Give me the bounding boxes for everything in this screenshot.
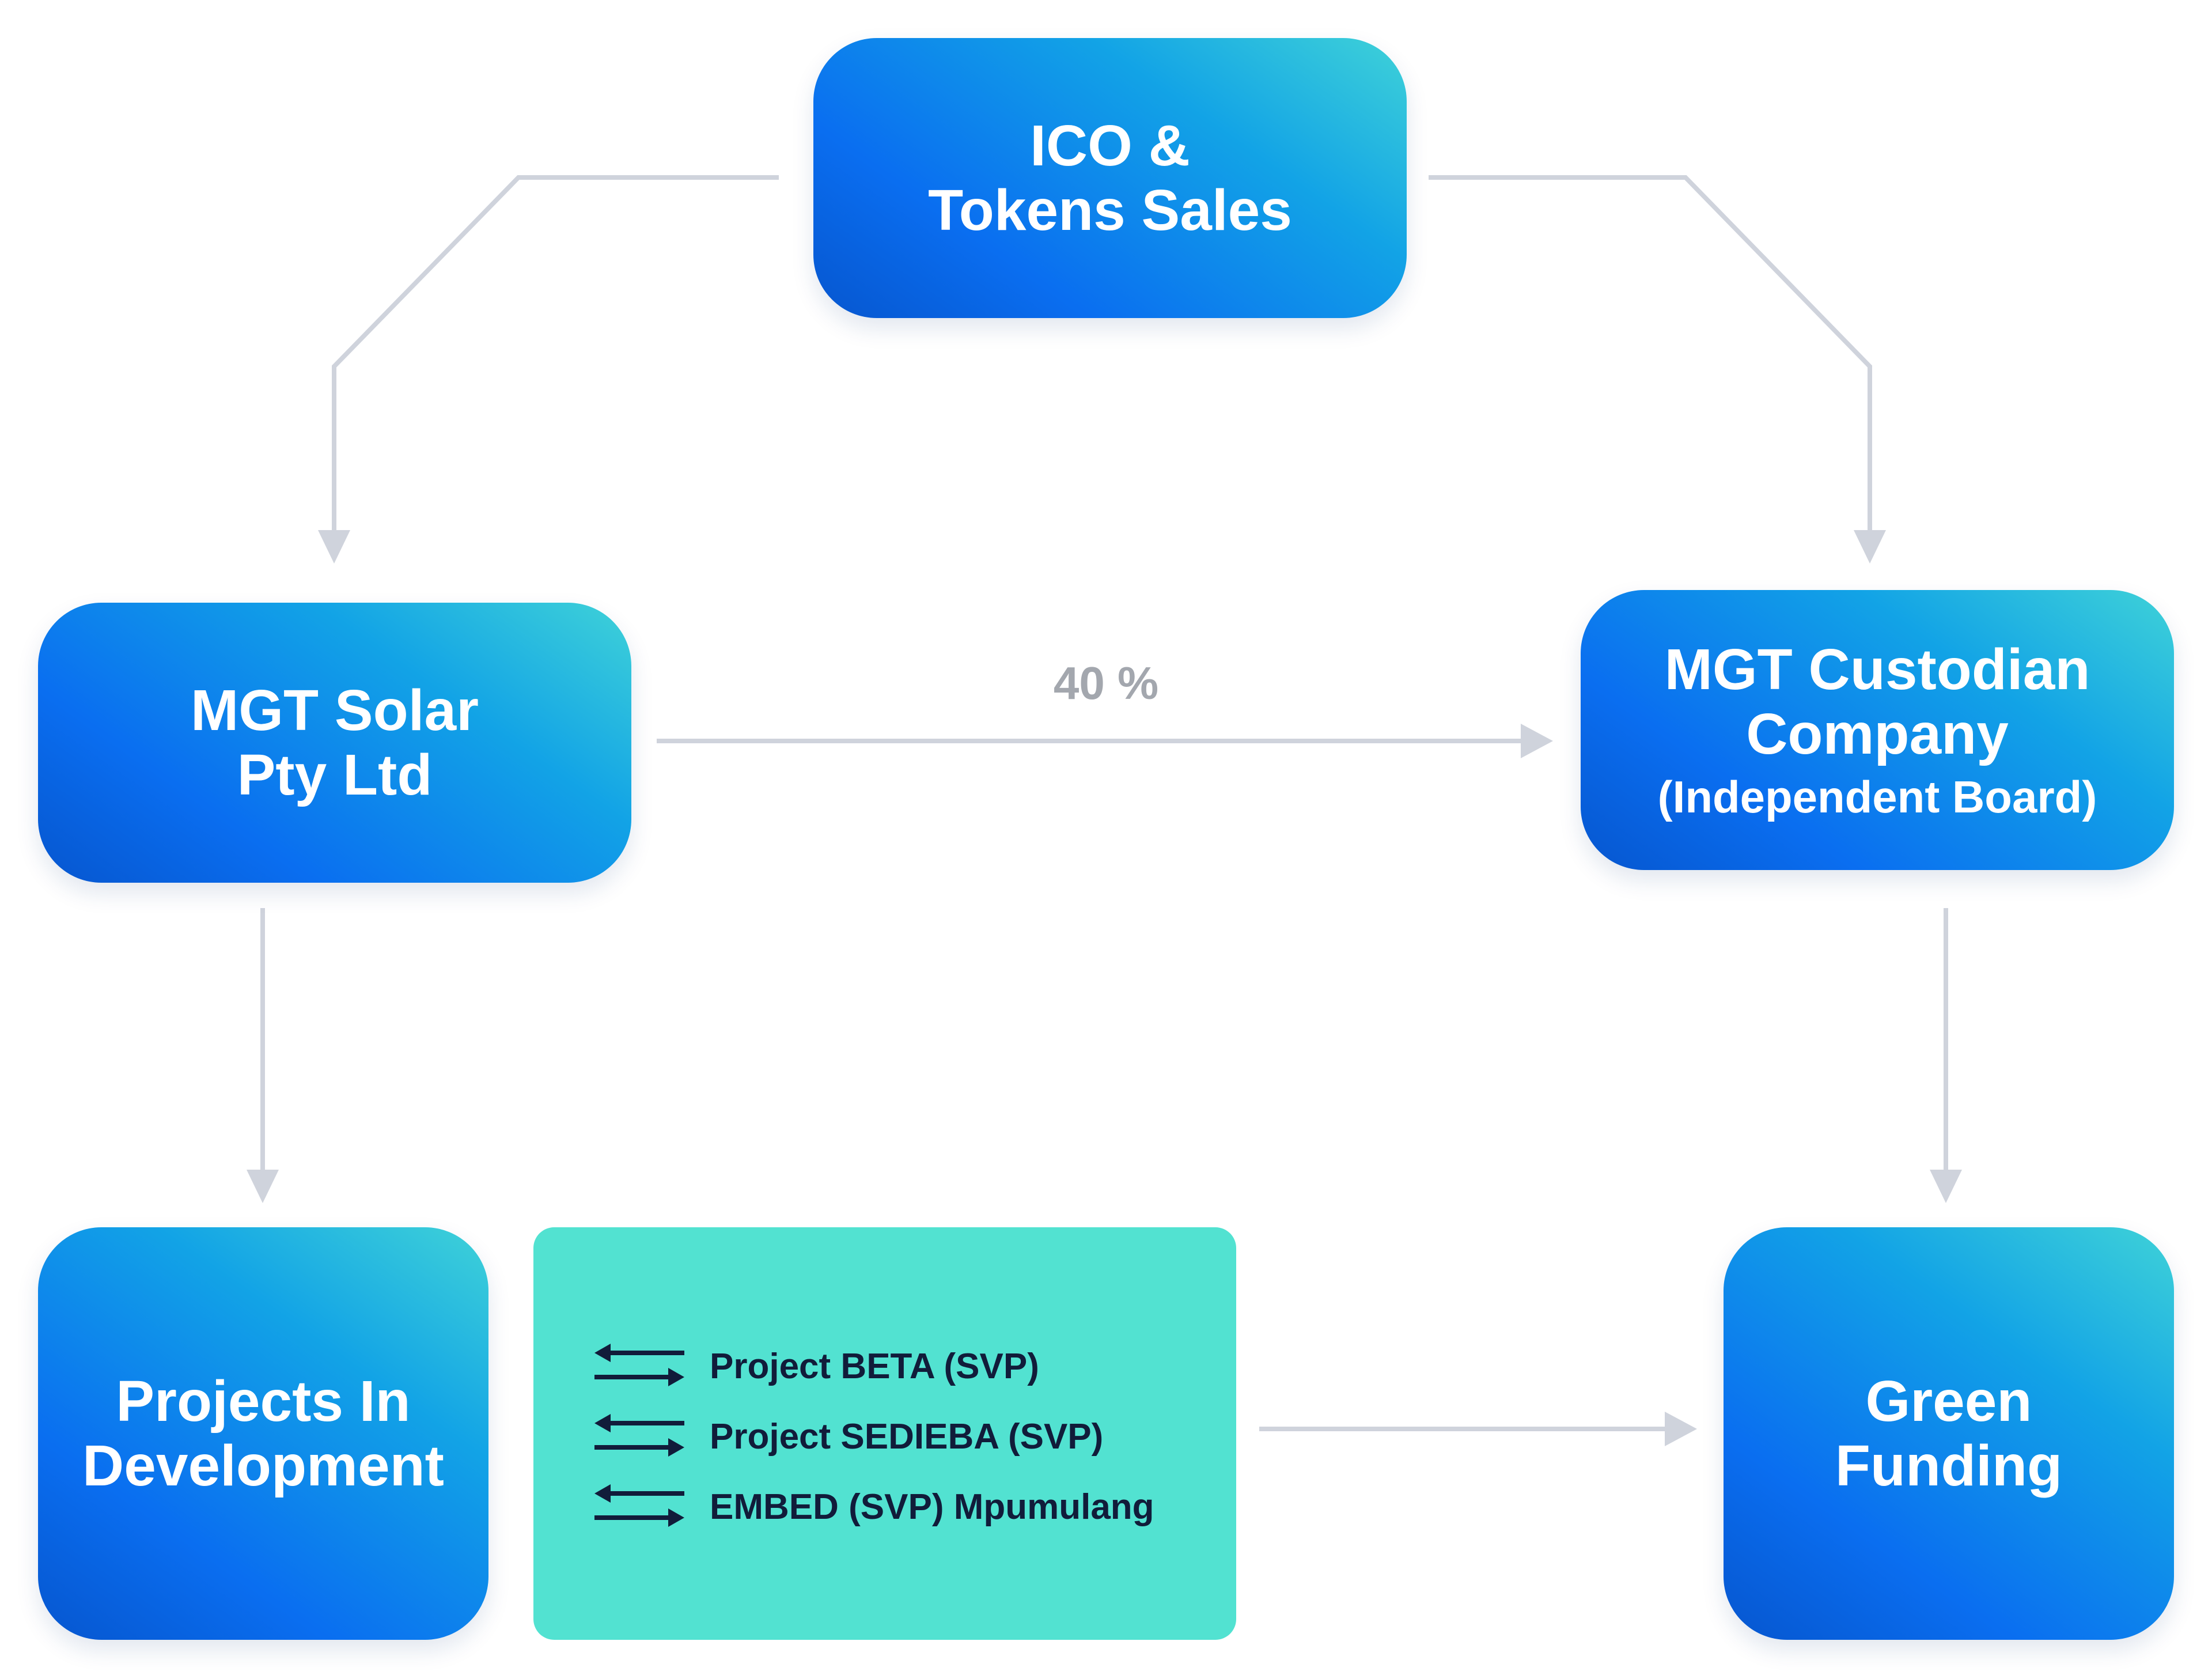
node-custodian-subtitle: (Independent Board) bbox=[1657, 772, 2097, 823]
arrowhead-green bbox=[1930, 1170, 1962, 1203]
node-green-line1: Green bbox=[1865, 1369, 2032, 1434]
node-ico-token-sales: ICO & Tokens Sales bbox=[813, 38, 1407, 318]
list-item-label: EMBED (SVP) Mpumulang bbox=[710, 1487, 1154, 1527]
bidirectional-arrows-icon bbox=[594, 1414, 684, 1457]
node-green-funding: Green Funding bbox=[1724, 1227, 2174, 1640]
node-custodian-line2: Company bbox=[1746, 702, 2009, 767]
bidirectional-arrows-icon bbox=[594, 1344, 684, 1386]
node-green-line2: Funding bbox=[1835, 1434, 2063, 1498]
node-projects-line2: Development bbox=[82, 1434, 444, 1498]
node-ico-line2: Tokens Sales bbox=[928, 178, 1292, 243]
node-projects-in-development: Projects In Development bbox=[38, 1227, 488, 1640]
list-item: Project BETA (SVP) bbox=[591, 1331, 1236, 1401]
arrowhead-projects bbox=[247, 1170, 279, 1203]
node-custodian-line1: MGT Custodian bbox=[1664, 637, 2090, 702]
node-solar-line2: Pty Ltd bbox=[237, 743, 433, 807]
node-mgt-solar: MGT Solar Pty Ltd bbox=[38, 603, 631, 883]
bidirectional-arrows-icon bbox=[594, 1484, 684, 1527]
arrowhead-solar bbox=[318, 530, 350, 564]
connector-ico-to-solar bbox=[332, 175, 779, 530]
project-list-panel: Project BETA (SVP) Project SEDIEBA (SVP)… bbox=[533, 1227, 1236, 1640]
list-item: EMBED (SVP) Mpumulang bbox=[591, 1472, 1236, 1542]
node-solar-line1: MGT Solar bbox=[190, 678, 479, 743]
connector-ico-to-custodian bbox=[1429, 175, 1872, 530]
edge-label-40-percent: 40 % bbox=[1053, 657, 1159, 709]
node-projects-line1: Projects In bbox=[116, 1369, 411, 1434]
arrowhead-custodian bbox=[1854, 530, 1886, 564]
list-item-label: Project SEDIEBA (SVP) bbox=[710, 1416, 1104, 1457]
node-ico-line1: ICO & bbox=[1030, 114, 1190, 178]
list-item-label: Project BETA (SVP) bbox=[710, 1346, 1039, 1386]
arrowhead-solar-to-custodian bbox=[1521, 724, 1553, 758]
arrowhead-list-to-green bbox=[1665, 1412, 1697, 1446]
node-mgt-custodian: MGT Custodian Company (Independent Board… bbox=[1581, 590, 2174, 870]
list-item: Project SEDIEBA (SVP) bbox=[591, 1401, 1236, 1472]
